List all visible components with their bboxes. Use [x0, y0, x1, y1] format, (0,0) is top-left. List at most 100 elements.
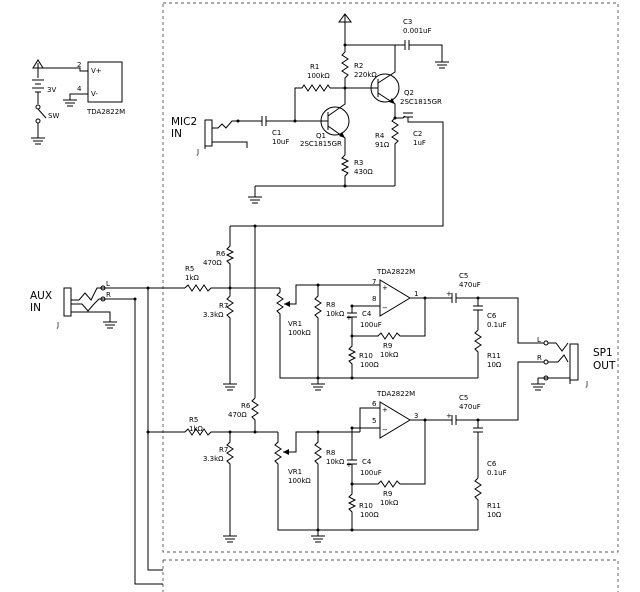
ch2-c6-capacitor [473, 420, 483, 478]
ch1-pin-minus: 8 [372, 295, 376, 303]
ch1-minus-sign: − [382, 304, 388, 312]
ch2-r9-value: 10kΩ [380, 499, 399, 507]
ch2-c4-name: C4 [362, 458, 372, 466]
speaker-output-section: L R J SP1 OUT [531, 336, 616, 391]
ch2-c6-name: C6 [487, 460, 497, 468]
ch1-r6-resistor [225, 226, 235, 288]
c2-name: C2 [413, 130, 422, 138]
out-title-out: OUT [593, 360, 616, 372]
ic-power-part: TDA2822M [86, 108, 125, 116]
lower-module-outline [162, 559, 619, 592]
ch1-c5-value: 470uF [459, 281, 481, 289]
ch2-r8-resistor [311, 432, 325, 543]
ch1-r7-value: 3.3kΩ [203, 311, 224, 319]
out-title: SP1 [593, 347, 613, 359]
ch1-c5-capacitor [451, 293, 544, 344]
ch1-r9-value: 10kΩ [380, 351, 399, 359]
ch2-r5-resistor [148, 428, 278, 436]
r1-name: R1 [310, 63, 319, 71]
ch2-r10-resistor [347, 484, 357, 530]
ch2-r5-name: R5 [189, 416, 198, 424]
mic-preamp-section: MIC2 IN J C1 10uF C3 0.001uF R2 220kΩ R1… [171, 13, 449, 227]
ch2-c5-value: 470uF [459, 403, 481, 411]
ch1-c4-name: C4 [362, 310, 372, 318]
out-jack-label: J [585, 380, 588, 388]
ch1-c4-capacitor [347, 306, 357, 336]
ch2-r7-value: 3.3kΩ [203, 455, 224, 463]
ch2-ic-label: TDA2822M [376, 390, 415, 398]
ch2-r8-value: 10kΩ [326, 458, 345, 466]
ch2-r6-resistor [251, 397, 259, 426]
ch2-c5-capacitor [451, 361, 544, 425]
ch2-pin-plus: 6 [372, 400, 377, 408]
ch1-r5-resistor [184, 284, 280, 292]
c1-name: C1 [272, 129, 281, 137]
ch2-r9-name: R9 [383, 490, 392, 498]
vcc-arrow-symbol [32, 59, 44, 69]
ic-power-box [87, 61, 123, 103]
ch2-c4-value: 100uF [360, 469, 382, 477]
channel-1-amplifier: R6 470Ω R5 1kΩ R7 3.3kΩ VR1 100kΩ R8 10k… [184, 224, 544, 398]
ch1-r7-name: R7 [219, 302, 228, 310]
ch1-r11-name: R11 [487, 352, 501, 360]
r2-value: 220kΩ [354, 71, 377, 79]
c2-value: 1uF [413, 139, 426, 147]
vminus-label: V- [91, 90, 98, 98]
q2-part: 2SC1815GR [400, 98, 442, 106]
aux-title: AUX [30, 290, 52, 302]
ch1-r8-name: R8 [326, 301, 335, 309]
mic-jack-symbol [204, 119, 213, 149]
r2-name: R2 [354, 62, 363, 70]
ch1-r5-value: 1kΩ [185, 274, 200, 282]
ch1-r11-value: 10Ω [487, 361, 502, 369]
aux-r-label: R [106, 291, 111, 299]
ch1-c6-value: 0.1uF [487, 321, 507, 329]
module-boundary-outline [162, 2, 619, 553]
ch1-r10-value: 100Ω [360, 361, 379, 369]
ch1-plus-sign: + [382, 284, 388, 292]
ch2-vr1-potentiometer [274, 432, 425, 531]
ch2-c4-plus: + [346, 461, 352, 469]
ground-symbol [31, 123, 45, 145]
c2-capacitor [230, 112, 444, 227]
ch2-pin-out: 3 [414, 412, 418, 420]
ch1-r7-resistor [223, 288, 237, 391]
c1-capacitor [261, 116, 267, 126]
ch2-c5-name: C5 [459, 394, 468, 402]
speaker-jack-symbol [569, 343, 579, 381]
ch1-r6-value: 470Ω [203, 259, 222, 267]
ch2-c4-capacitor [347, 428, 357, 484]
r1-resistor [294, 84, 331, 121]
ch2-r8-name: R8 [326, 449, 335, 457]
ic-pin-2: 2 [77, 61, 81, 69]
ch2-vr1-name: VR1 [288, 468, 302, 476]
ch1-c5-plus: + [446, 290, 452, 298]
aux-title-in: IN [30, 302, 41, 314]
aux-jack-symbol [63, 287, 72, 317]
r1-value: 100kΩ [307, 72, 330, 80]
c3-name: C3 [403, 18, 412, 26]
ch2-opamp [379, 401, 411, 439]
vplus-label: V+ [91, 67, 102, 75]
ch1-r10-resistor [347, 336, 357, 378]
ch2-r11-value: 10Ω [487, 511, 502, 519]
ic-pin-4: 4 [77, 85, 82, 93]
ch1-pin-plus: 7 [372, 278, 376, 286]
ch1-r10-name: R10 [359, 352, 373, 360]
ch2-vr1-value: 100kΩ [288, 477, 311, 485]
ch2-r7-name: R7 [219, 446, 228, 454]
c3-capacitor [395, 40, 449, 69]
r2-resistor [341, 51, 349, 88]
power-supply-section: 3V SW 2 4 V+ V- TDA2822M [31, 59, 125, 145]
mic-title: MIC2 [171, 116, 197, 128]
r3-value: 430Ω [354, 168, 373, 176]
r4-value: 91Ω [375, 141, 390, 149]
ch1-vr1-name: VR1 [288, 320, 302, 328]
ch2-c5-plus: + [446, 412, 452, 420]
switch-lever [37, 108, 47, 119]
ch1-r8-value: 10kΩ [326, 310, 345, 318]
battery-symbol [32, 79, 44, 93]
c1-value: 10uF [272, 138, 289, 146]
ch1-opamp [379, 279, 411, 317]
